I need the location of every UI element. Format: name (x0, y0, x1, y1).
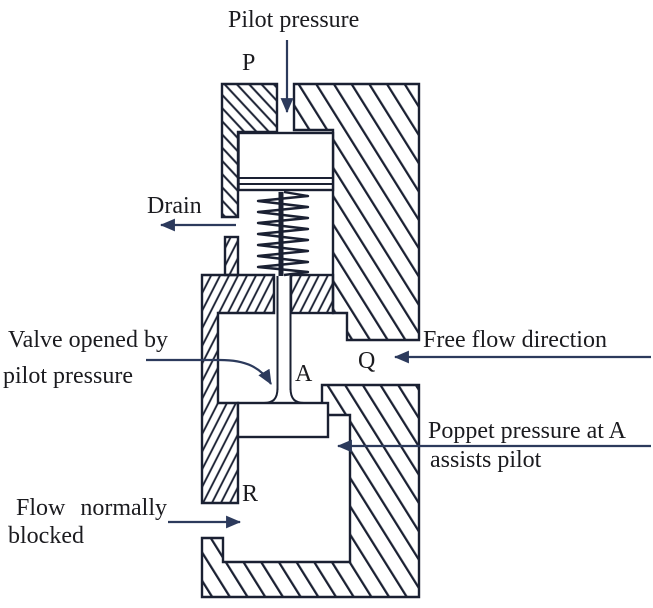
valve-opened-leader-arrow (146, 358, 272, 385)
poppet (236, 401, 330, 439)
spring (256, 190, 310, 277)
label-free-flow: Free flow direction (423, 327, 607, 353)
cartridge-top-plate-right (289, 273, 335, 315)
label-drain: Drain (147, 193, 202, 219)
label-port-q: Q (358, 348, 375, 374)
label-port-a: A (295, 361, 313, 387)
body-bottom-block (200, 383, 421, 599)
label-port-p: P (242, 50, 255, 76)
poppet-stem-flare (263, 387, 305, 404)
label-flow-blocked-line2: blocked (8, 523, 84, 549)
drain-stub (223, 235, 240, 277)
label-valve-opened-line2: pilot pressure (3, 363, 133, 389)
label-flow-blocked-line1: Flow normally (16, 495, 167, 521)
label-poppet-pressure-line1: Poppet pressure at A (428, 418, 627, 444)
label-port-r: R (242, 481, 258, 507)
pilot-piston (237, 131, 335, 192)
body-top-right-block (292, 82, 421, 342)
cartridge-left-wall (200, 273, 276, 505)
label-poppet-pressure-line2: assists pilot (430, 447, 542, 473)
label-pilot-pressure: Pilot pressure (228, 7, 359, 33)
label-valve-opened-line1: Valve opened by (8, 327, 168, 353)
